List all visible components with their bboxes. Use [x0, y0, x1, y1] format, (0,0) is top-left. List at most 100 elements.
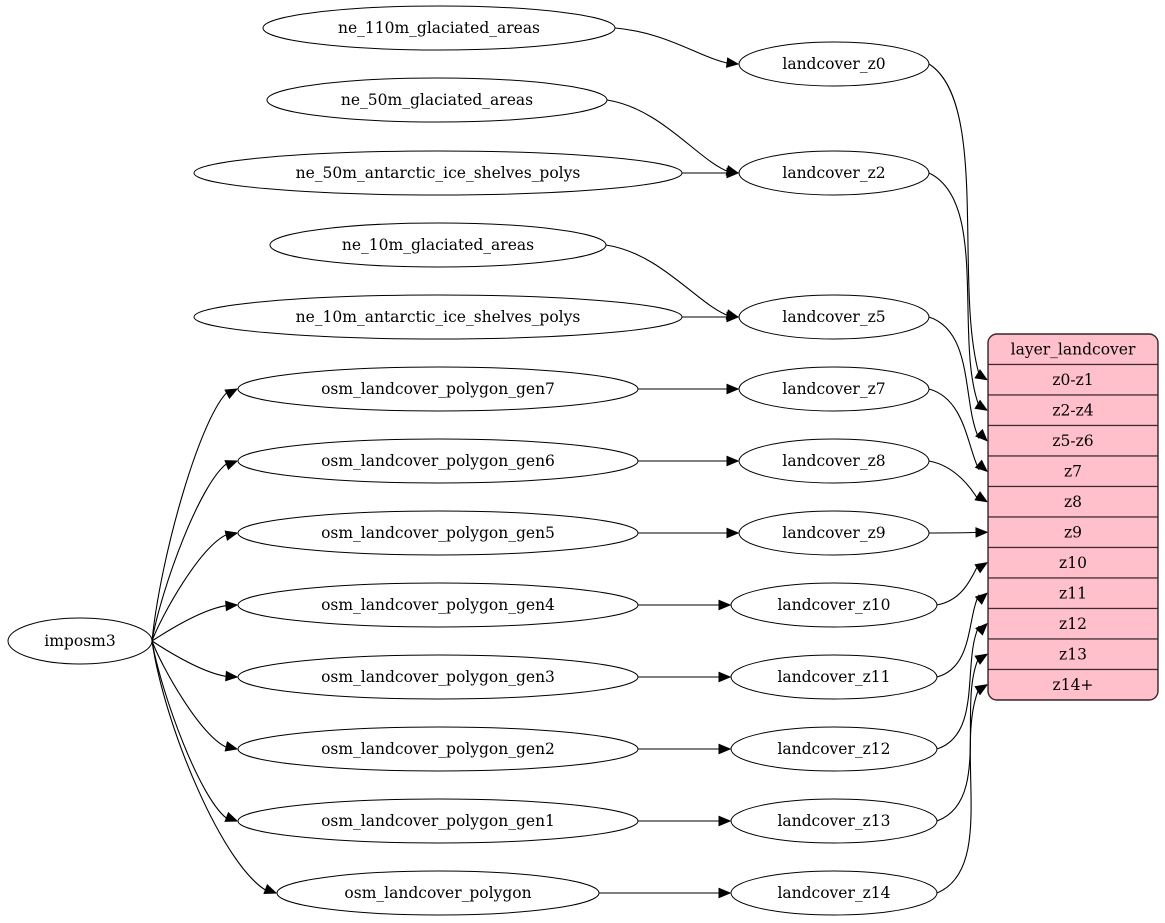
table-header-label: layer_landcover	[1011, 340, 1136, 358]
table-row-label: z7	[1064, 462, 1082, 480]
node-ne_10m_antarctic_ice_shelves_polys[interactable]: ne_10m_antarctic_ice_shelves_polys	[193, 294, 683, 340]
table-row[interactable]	[988, 607, 1158, 640]
edge-landcover_z5-to-z5-z6	[928, 316, 980, 439]
node-osm_landcover_polygon_gen3[interactable]: osm_landcover_polygon_gen3	[237, 654, 639, 700]
node-ne_50m_antarctic_ice_shelves_polys[interactable]: ne_50m_antarctic_ice_shelves_polys	[193, 150, 683, 196]
node-shape	[193, 294, 683, 340]
node-shape	[738, 438, 930, 484]
node-shape	[269, 222, 607, 268]
node-label: ne_110m_glaciated_areas	[338, 19, 540, 37]
node-label: osm_landcover_polygon_gen7	[321, 380, 555, 398]
edge-landcover_z10-to-z10	[936, 563, 980, 606]
node-label: landcover_z11	[777, 668, 890, 686]
node-label: osm_landcover_polygon_gen6	[321, 452, 555, 470]
edge-imposm3-to-osm_landcover_polygon	[151, 640, 269, 892]
table-row[interactable]	[988, 668, 1158, 701]
table-row-label: z11	[1059, 584, 1087, 602]
edge-landcover_z2-to-z2-z4	[928, 172, 980, 407]
node-ne_110m_glaciated_areas[interactable]: ne_110m_glaciated_areas	[262, 5, 616, 51]
node-osm_landcover_polygon_gen6[interactable]: osm_landcover_polygon_gen6	[237, 438, 639, 484]
table-row[interactable]	[988, 363, 1158, 396]
node-osm_landcover_polygon_gen4[interactable]: osm_landcover_polygon_gen4	[237, 582, 639, 628]
node-label: imposm3	[44, 632, 115, 650]
node-shape	[730, 654, 938, 700]
node-label: landcover_z8	[782, 452, 885, 470]
node-label: osm_landcover_polygon_gen1	[321, 812, 555, 830]
node-ne_50m_glaciated_areas[interactable]: ne_50m_glaciated_areas	[266, 77, 608, 123]
node-label: landcover_z12	[777, 740, 890, 758]
node-osm_landcover_polygon_gen2[interactable]: osm_landcover_polygon_gen2	[237, 726, 639, 772]
node-landcover_z13[interactable]: landcover_z13	[730, 798, 938, 844]
node-label: landcover_z9	[782, 524, 885, 542]
node-shape	[262, 5, 616, 51]
edge-landcover_z11-to-z11	[936, 594, 980, 678]
table-row-label: z14+	[1053, 676, 1094, 694]
node-label: osm_landcover_polygon_gen4	[321, 596, 555, 614]
node-osm_landcover_polygon[interactable]: osm_landcover_polygon	[276, 870, 600, 916]
table-row-label: z2-z4	[1052, 401, 1093, 419]
node-osm_landcover_polygon_gen7[interactable]: osm_landcover_polygon_gen7	[237, 366, 639, 412]
node-landcover_z8[interactable]: landcover_z8	[738, 438, 930, 484]
table-row-label: z5-z6	[1052, 432, 1093, 450]
table-row-label: z0-z1	[1052, 371, 1093, 389]
node-landcover_z9[interactable]: landcover_z9	[738, 510, 930, 556]
edge-imposm3-to-osm_landcover_polygon_gen6	[151, 461, 230, 642]
edges-layer	[151, 27, 989, 899]
node-shape	[730, 582, 938, 628]
layer-landcover-table: layer_landcoverz0-z1z2-z4z5-z6z7z8z9z10z…	[987, 333, 1159, 701]
node-osm_landcover_polygon_gen5[interactable]: osm_landcover_polygon_gen5	[237, 510, 639, 556]
node-label: landcover_z10	[777, 596, 890, 614]
node-label: ne_10m_glaciated_areas	[342, 236, 534, 254]
node-shape	[738, 510, 930, 556]
node-shape	[266, 77, 608, 123]
node-shape	[276, 870, 600, 916]
node-shape	[193, 150, 683, 196]
table-row-label: z8	[1064, 493, 1082, 511]
node-osm_landcover_polygon_gen1[interactable]: osm_landcover_polygon_gen1	[237, 798, 639, 844]
table-outline	[987, 333, 1159, 701]
node-label: ne_50m_glaciated_areas	[341, 91, 533, 109]
node-shape	[237, 438, 639, 484]
edge-landcover_z13-to-z13	[936, 657, 980, 822]
node-shape	[237, 798, 639, 844]
node-landcover_z7[interactable]: landcover_z7	[738, 366, 930, 412]
node-landcover_z10[interactable]: landcover_z10	[730, 582, 938, 628]
node-shape	[237, 366, 639, 412]
node-shape	[738, 366, 930, 412]
edge-ne_110m_glaciated_areas-to-landcover_z0	[614, 27, 731, 65]
table-row[interactable]	[988, 638, 1158, 671]
edge-landcover_z14-to-z14+	[936, 688, 980, 894]
node-shape	[730, 726, 938, 772]
node-label: landcover_z2	[782, 164, 885, 182]
node-landcover_z11[interactable]: landcover_z11	[730, 654, 938, 700]
node-label: ne_50m_antarctic_ice_shelves_polys	[296, 164, 581, 182]
node-shape	[237, 726, 639, 772]
edge-imposm3-to-osm_landcover_polygon_gen7	[151, 390, 230, 642]
node-label: landcover_z0	[782, 55, 885, 73]
table-row[interactable]	[988, 546, 1158, 579]
node-label: osm_landcover_polygon_gen5	[321, 524, 555, 542]
node-landcover_z2[interactable]: landcover_z2	[738, 150, 930, 196]
node-landcover_z12[interactable]: landcover_z12	[730, 726, 938, 772]
node-landcover_z5[interactable]: landcover_z5	[738, 294, 930, 340]
node-landcover_z0[interactable]: landcover_z0	[738, 41, 930, 87]
node-shape	[738, 294, 930, 340]
node-shape	[738, 150, 930, 196]
node-label: osm_landcover_polygon_gen2	[321, 740, 555, 758]
node-shape	[237, 510, 639, 556]
node-ne_10m_glaciated_areas[interactable]: ne_10m_glaciated_areas	[269, 222, 607, 268]
node-imposm3[interactable]: imposm3	[7, 617, 153, 665]
node-label: landcover_z7	[782, 380, 885, 398]
table-row-label: z10	[1059, 554, 1087, 572]
edge-ne_10m_glaciated_areas-to-landcover_z5	[605, 244, 731, 317]
node-label: landcover_z13	[777, 812, 890, 830]
node-shape	[237, 582, 639, 628]
table-row[interactable]	[988, 394, 1158, 427]
edge-imposm3-to-osm_landcover_polygon_gen4	[151, 604, 230, 642]
node-shape	[237, 654, 639, 700]
node-landcover_z14[interactable]: landcover_z14	[730, 870, 938, 916]
node-shape	[738, 41, 930, 87]
table-row[interactable]	[988, 485, 1158, 518]
